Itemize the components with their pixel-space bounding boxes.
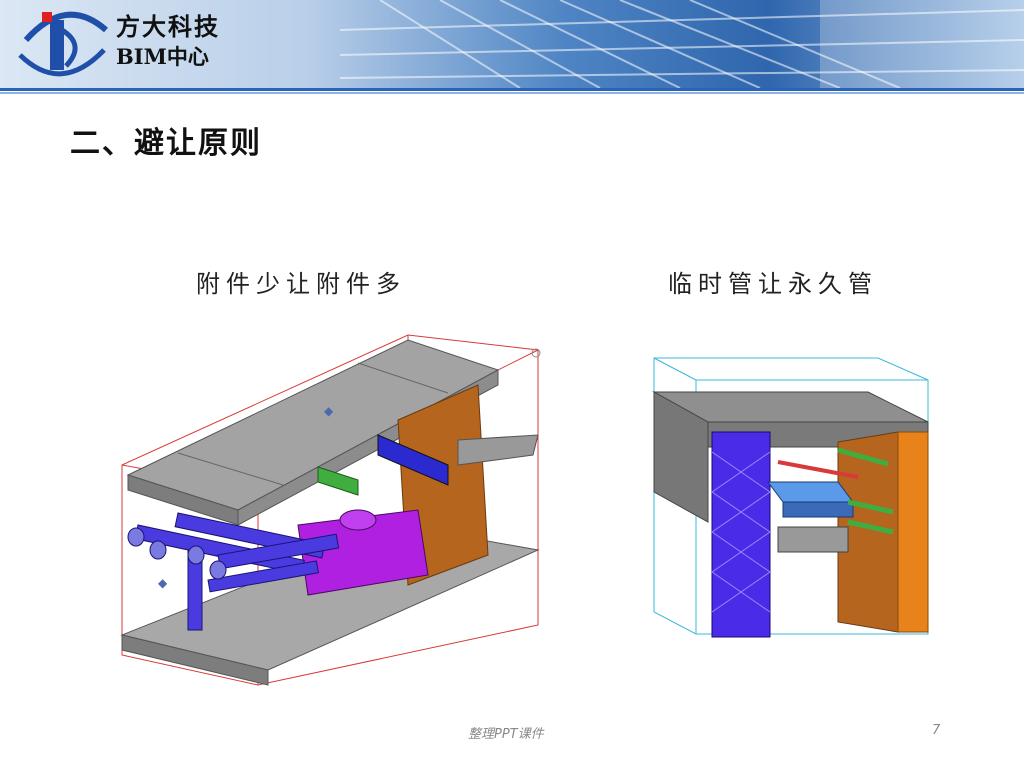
view-cube-icon [531, 348, 541, 358]
company-logo [18, 11, 108, 77]
move-arrows-icon: ◆ [158, 576, 168, 590]
brand-dept: BIM中心 [116, 44, 209, 69]
brand-name: 方大科技 [116, 12, 220, 41]
duct-navy [377, 434, 449, 486]
wall-orange [897, 431, 929, 633]
right-bim-model-figure [652, 357, 929, 638]
brand-text: 方大科技 BIM中心 [116, 12, 220, 72]
page-number: 7 [932, 723, 941, 738]
left-caption: 附件少让附件多 [196, 270, 406, 298]
permanent-pipes-green [837, 447, 894, 535]
header-rule [0, 88, 1024, 91]
header-banner [0, 0, 1024, 88]
move-arrows-icon: ◆ [324, 404, 334, 418]
right-caption: 临时管让永久管 [668, 270, 878, 298]
header-rule-thin [0, 92, 1024, 94]
pipe-group-blue [134, 512, 340, 631]
column-purple [711, 431, 771, 638]
building-photo [339, 0, 1024, 88]
temporary-pipe-red [777, 460, 859, 479]
slide-title: 二、避让原则 [70, 126, 262, 161]
duct-blue [767, 481, 854, 503]
footer-text: 整理PPT课件 [468, 727, 544, 742]
left-bim-model-figure: ◆ ◆ [120, 334, 541, 686]
cable-tray-green [317, 466, 359, 496]
